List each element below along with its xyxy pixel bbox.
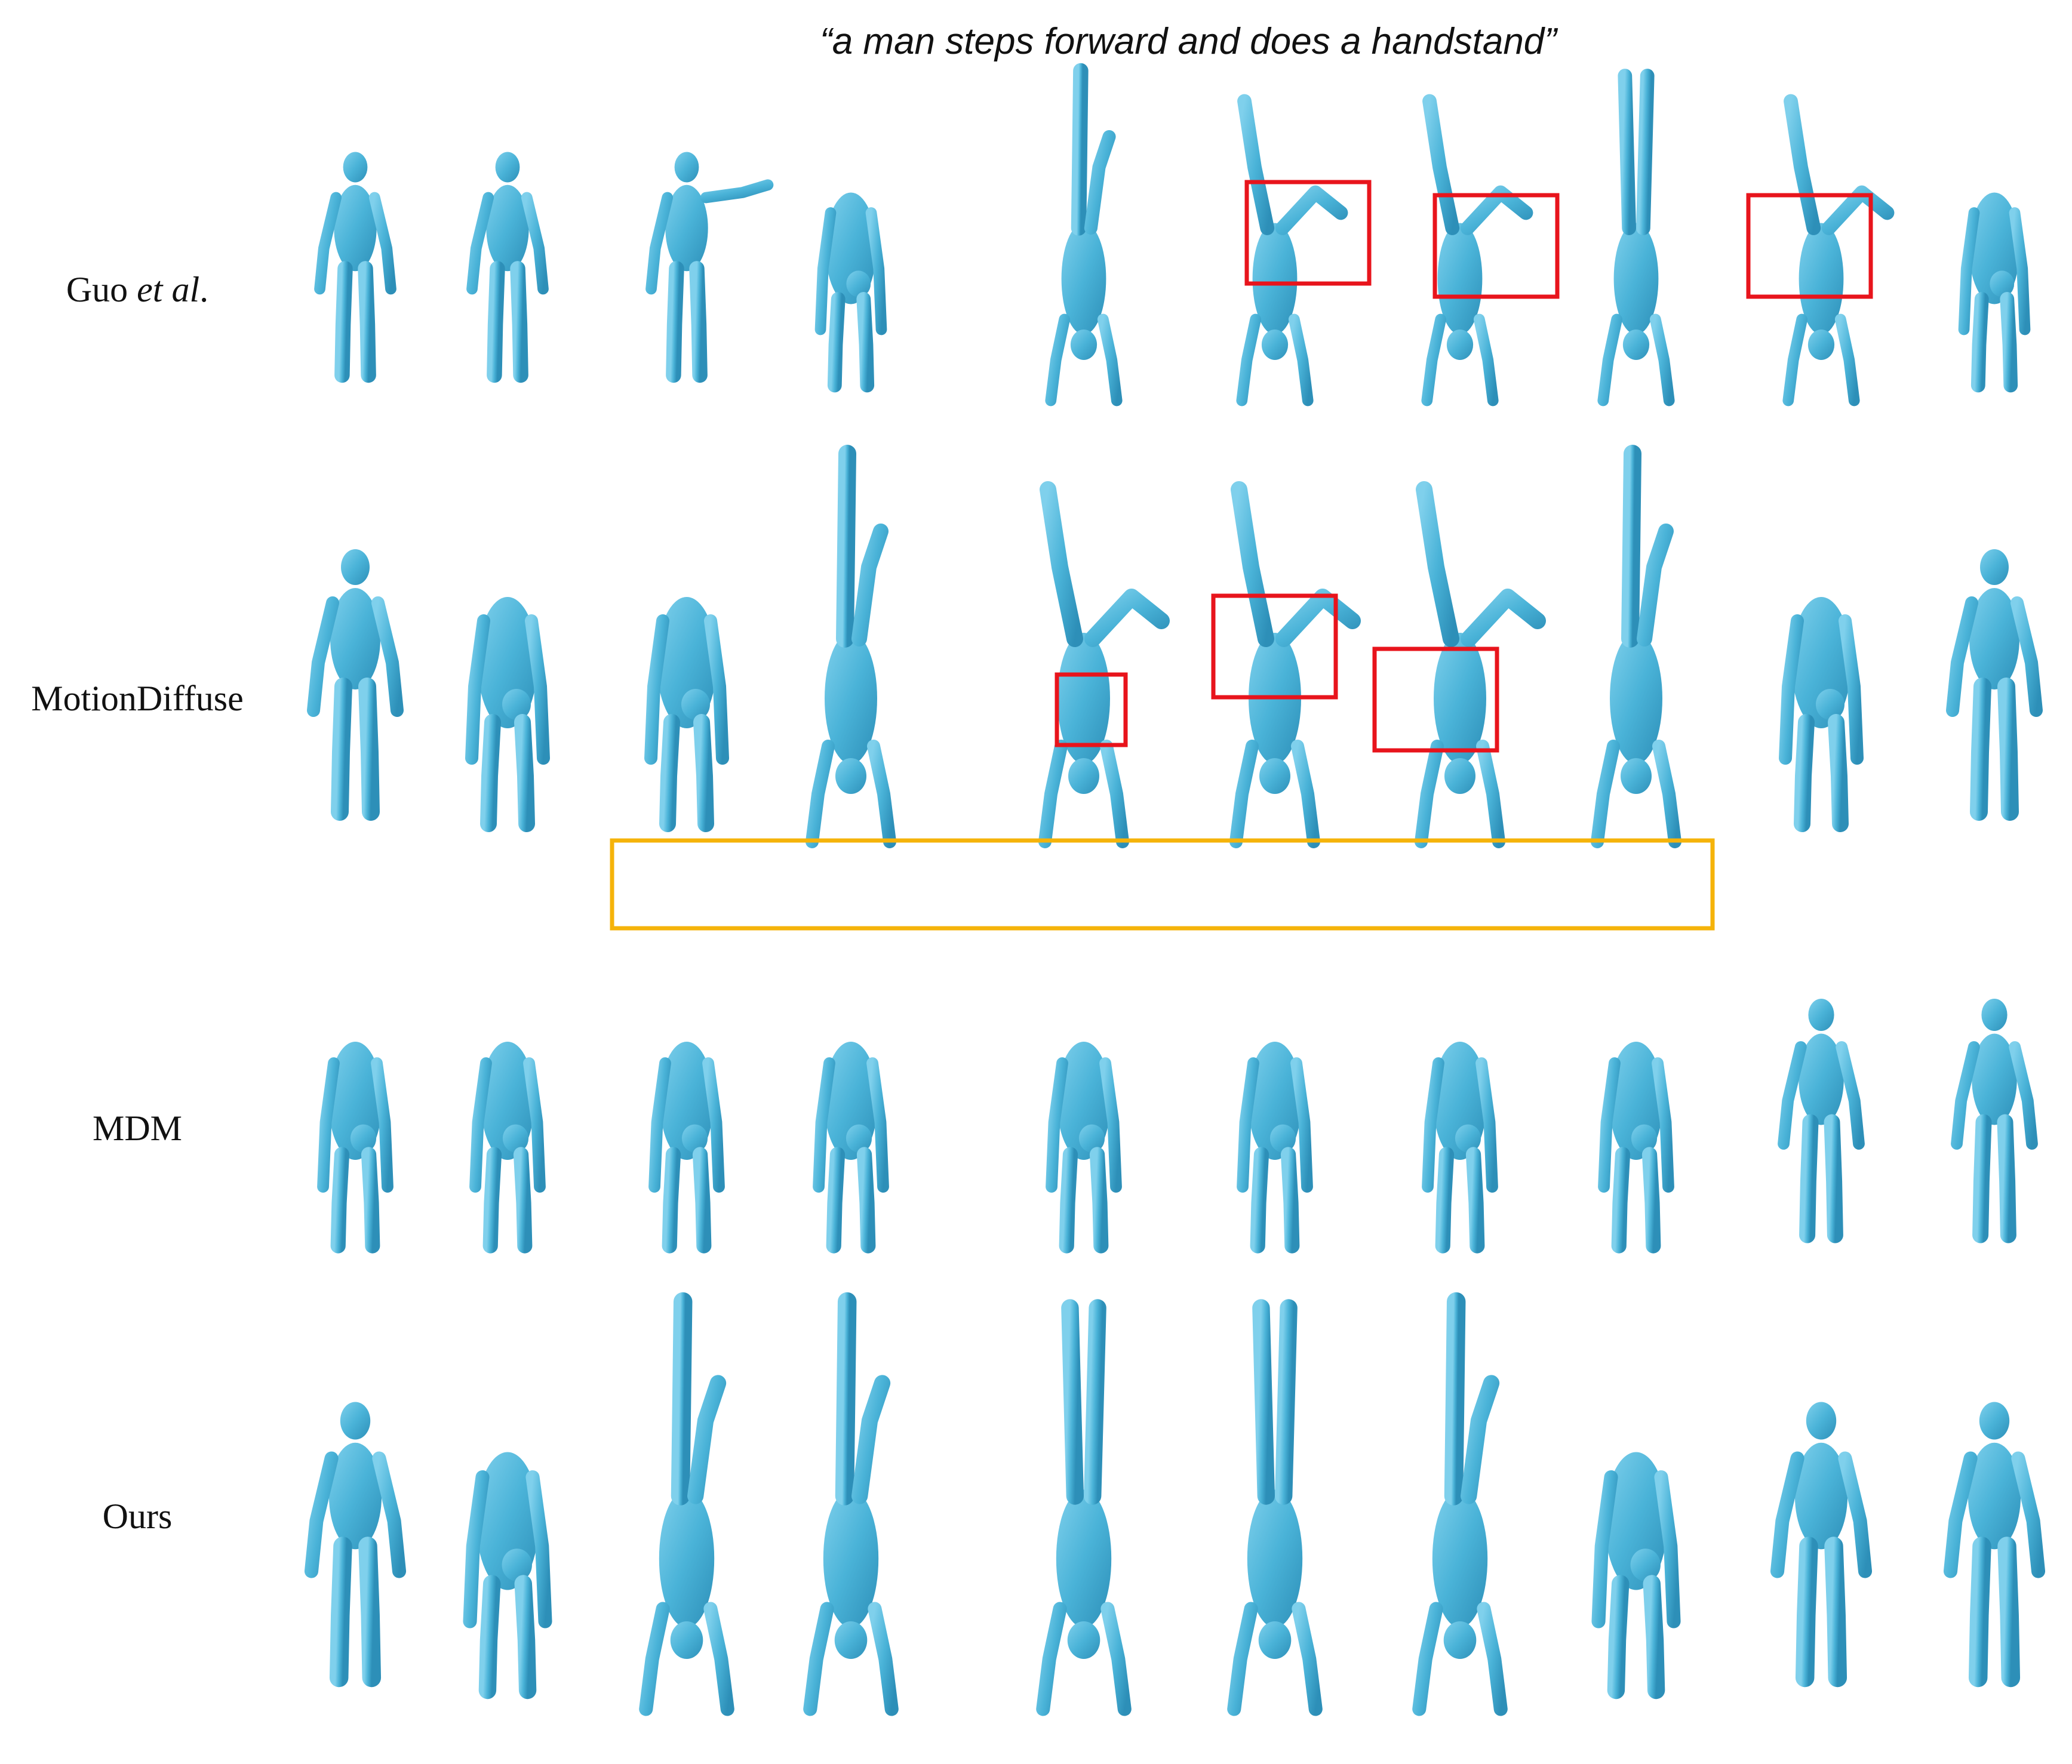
row-label-guo: Guo et al. [66,270,208,309]
human-mesh-figure [1946,549,2043,821]
human-mesh-figure [1415,481,1546,848]
row-motiondiffuse [307,445,2043,848]
human-mesh-figure [803,1292,899,1716]
human-mesh-figure [644,597,729,832]
human-mesh-figure [1038,481,1170,848]
human-mesh-figure [314,152,396,383]
human-mesh-figure [1046,1042,1122,1254]
row-ours [304,1292,2046,1716]
human-mesh-figure [639,1292,734,1716]
human-mesh-figure [814,192,887,393]
artifact-box [1372,647,1499,753]
human-mesh-figure [1237,1042,1313,1254]
human-mesh-figure [317,1042,394,1254]
human-mesh-figure [1591,1452,1681,1700]
human-mesh-figure [1943,1402,2046,1688]
artifact-box [1055,672,1128,747]
human-mesh-figure [1958,192,2031,393]
human-mesh-figure [1951,999,2038,1243]
row-label-motiondiffuse: MotionDiffuse [31,679,244,718]
human-mesh-figure [813,1042,889,1254]
row-label-ours: Ours [103,1497,173,1536]
human-mesh-figure [1770,1402,1873,1688]
human-mesh-figure [469,1042,546,1254]
human-mesh-figure [1227,1299,1323,1716]
caption: “a man steps forward and does a handstan… [820,21,1558,62]
row-label-mdm: MDM [93,1109,182,1148]
human-mesh-figure [1598,1042,1674,1254]
human-mesh-figure [1591,445,1681,848]
human-mesh-figure [465,597,550,832]
artifact-box [1244,180,1372,286]
artifact-box [1211,593,1338,700]
row-mdm [317,999,2038,1254]
human-mesh-figure [466,152,549,383]
human-mesh-figure [1412,1292,1508,1716]
human-mesh-figure [1036,1299,1132,1716]
human-mesh-figure [1236,94,1348,407]
human-mesh-figure [645,152,774,383]
human-mesh-figure [1422,1042,1498,1254]
human-mesh-figure [1597,69,1675,407]
artifact-box [1746,193,1873,299]
human-mesh-figure [304,1402,407,1688]
row-guo [314,63,2031,407]
human-mesh-figure [648,1042,725,1254]
human-mesh-figure [463,1452,552,1700]
artifact-box [1432,193,1560,299]
human-mesh-figure [1421,94,1533,407]
human-mesh-figure [1782,94,1895,407]
human-mesh-figure [1045,63,1123,407]
human-mesh-figure [1779,597,1864,832]
ground-contact-box [610,838,1715,931]
human-mesh-figure [1778,999,1865,1243]
human-mesh-figure [806,445,896,848]
human-mesh-figure [307,549,404,821]
